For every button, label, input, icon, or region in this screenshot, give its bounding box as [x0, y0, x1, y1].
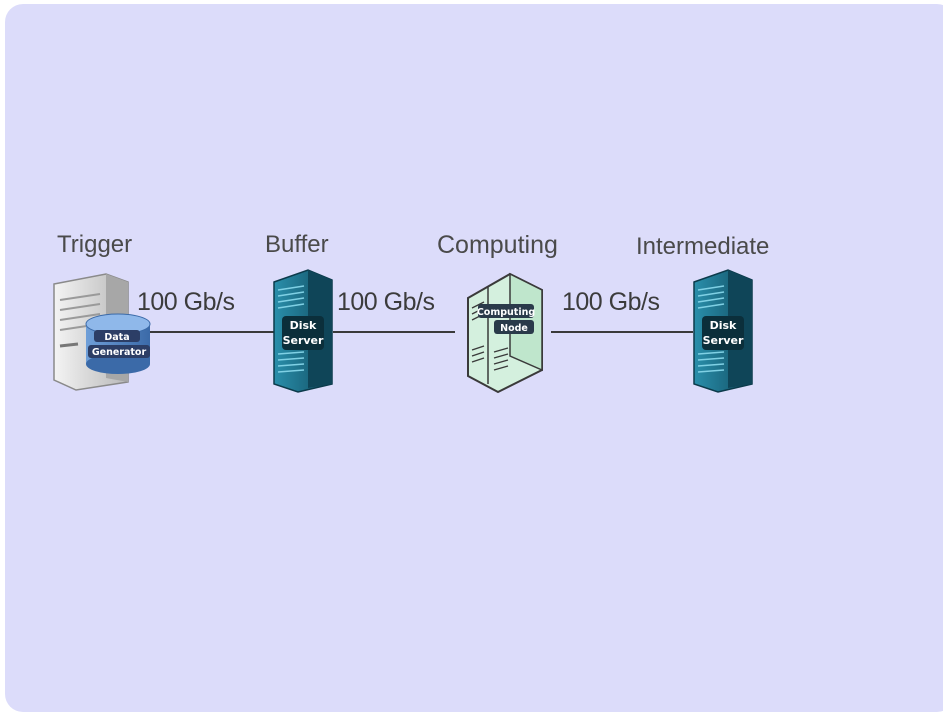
badge-text-server: Server — [703, 334, 744, 347]
data-generator-icon: Data Generator — [53, 273, 151, 391]
disk-server-icon: Disk Server — [693, 269, 753, 393]
link-rate-3: 100 Gb/s — [562, 288, 660, 316]
badge-text-data: Data — [104, 332, 129, 343]
computing-node-icon: Computing Node — [467, 272, 543, 394]
disk-server-icon: Disk Server — [273, 269, 333, 393]
badge-text-node: Node — [500, 323, 528, 334]
node-label-computing: Computing — [437, 231, 558, 259]
badge-text-disk: Disk — [290, 319, 317, 332]
node-label-trigger: Trigger — [57, 231, 133, 258]
link-rate-2: 100 Gb/s — [337, 288, 435, 316]
badge-text-computing: Computing — [477, 307, 535, 318]
link-buffer-computing — [333, 331, 455, 333]
link-rate-1: 100 Gb/s — [137, 288, 235, 316]
badge-text-server: Server — [283, 334, 324, 347]
badge-text-generator: Generator — [92, 347, 147, 358]
node-label-buffer: Buffer — [265, 231, 329, 258]
link-computing-intermediate — [551, 331, 693, 333]
badge-text-disk: Disk — [710, 319, 737, 332]
node-label-intermediate: Intermediate — [636, 233, 770, 260]
link-trigger-buffer — [150, 331, 274, 333]
